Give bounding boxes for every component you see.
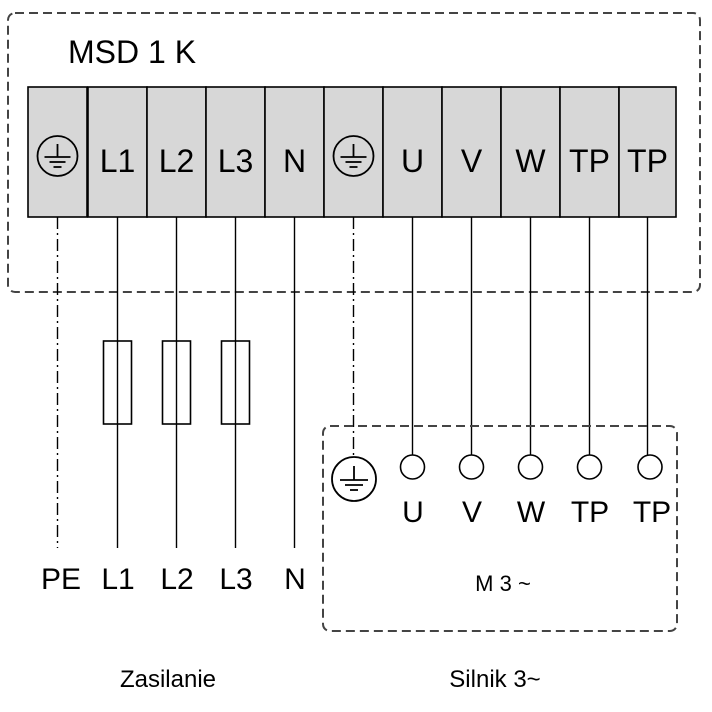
terminal-label: TP [569, 143, 610, 179]
controller-title: MSD 1 K [68, 34, 196, 70]
terminal-ground-icon [332, 135, 375, 177]
terminal-pe-5 [323, 86, 384, 218]
terminal-l3-3: L3 [205, 86, 266, 218]
motor-ground-icon [331, 456, 377, 502]
terminal-n-4: N [264, 86, 325, 218]
motor-label-u: U [402, 496, 424, 529]
terminal-l1-1: L1 [87, 86, 148, 218]
terminal-u-6: U [382, 86, 443, 218]
motor-label-tp1: TP [571, 496, 609, 529]
terminal-label: TP [627, 143, 668, 179]
terminal-label: V [461, 143, 483, 179]
motor-terminals [399, 454, 663, 480]
motor-enclosure [322, 425, 678, 632]
motor-terminal-labels: U V W TP TP [402, 496, 671, 529]
supply-wire-labels: PE L1 L2 L3 N [41, 563, 306, 596]
terminal-v-7: V [441, 86, 502, 218]
terminal-tp-9: TP [559, 86, 620, 218]
wire-label-l1: L1 [101, 563, 134, 596]
wire-label-n: N [284, 563, 306, 596]
terminal-ground-icon [36, 135, 79, 177]
motor-terminal-2 [458, 454, 485, 480]
terminal-tp-10: TP [618, 86, 677, 218]
terminal-label: L2 [159, 143, 195, 179]
motor-label-w: W [517, 496, 546, 529]
terminal-label: L1 [100, 143, 136, 179]
supply-caption: Zasilanie [120, 666, 216, 693]
motor-terminal-4 [576, 454, 603, 480]
wire-label-l3: L3 [219, 563, 252, 596]
motor-caption: Silnik 3~ [449, 666, 540, 693]
motor-designation: M 3 ~ [475, 571, 531, 596]
supply-wires [56, 217, 649, 548]
motor-label-tp2: TP [633, 496, 671, 529]
terminal-label: L3 [218, 143, 254, 179]
terminal-w-8: W [500, 86, 561, 218]
motor-terminal-5 [637, 454, 663, 480]
motor-terminal-3 [517, 454, 544, 480]
motor-label-v: V [462, 496, 482, 529]
terminal-label: U [401, 143, 424, 179]
motor-terminal-1 [399, 454, 426, 480]
terminal-pe-0 [27, 86, 88, 218]
wire-label-l2: L2 [160, 563, 193, 596]
terminal-label: W [515, 143, 546, 179]
fuses [102, 340, 251, 425]
wire-label-pe: PE [41, 563, 81, 596]
terminal-l2-2: L2 [146, 86, 207, 218]
terminal-label: N [283, 143, 306, 179]
